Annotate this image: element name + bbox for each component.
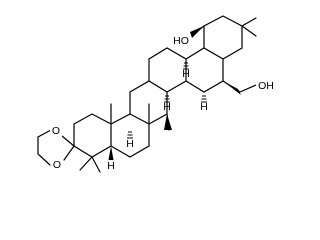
stereo-wedges xyxy=(108,26,241,160)
hydroxyl-label-chain: OH xyxy=(258,80,274,92)
atom-labels: HO OH O O H H H H H xyxy=(50,34,276,172)
hydroxyl-label-ring: HO xyxy=(173,35,189,47)
h-label-ring-de-bottom: H xyxy=(200,101,208,113)
h-label-ring-bc: H xyxy=(126,138,134,150)
ketal-oxygen-top: O xyxy=(52,125,60,137)
h-label-ring-ab: H xyxy=(107,160,115,172)
h-label-ring-a: H xyxy=(182,68,190,80)
molecule-structure: HO OH O O H H H H H xyxy=(37,15,276,173)
h-label-ring-de-top: H xyxy=(163,101,171,113)
bond-lines xyxy=(37,15,257,173)
ketal-oxygen-bottom: O xyxy=(53,159,61,171)
